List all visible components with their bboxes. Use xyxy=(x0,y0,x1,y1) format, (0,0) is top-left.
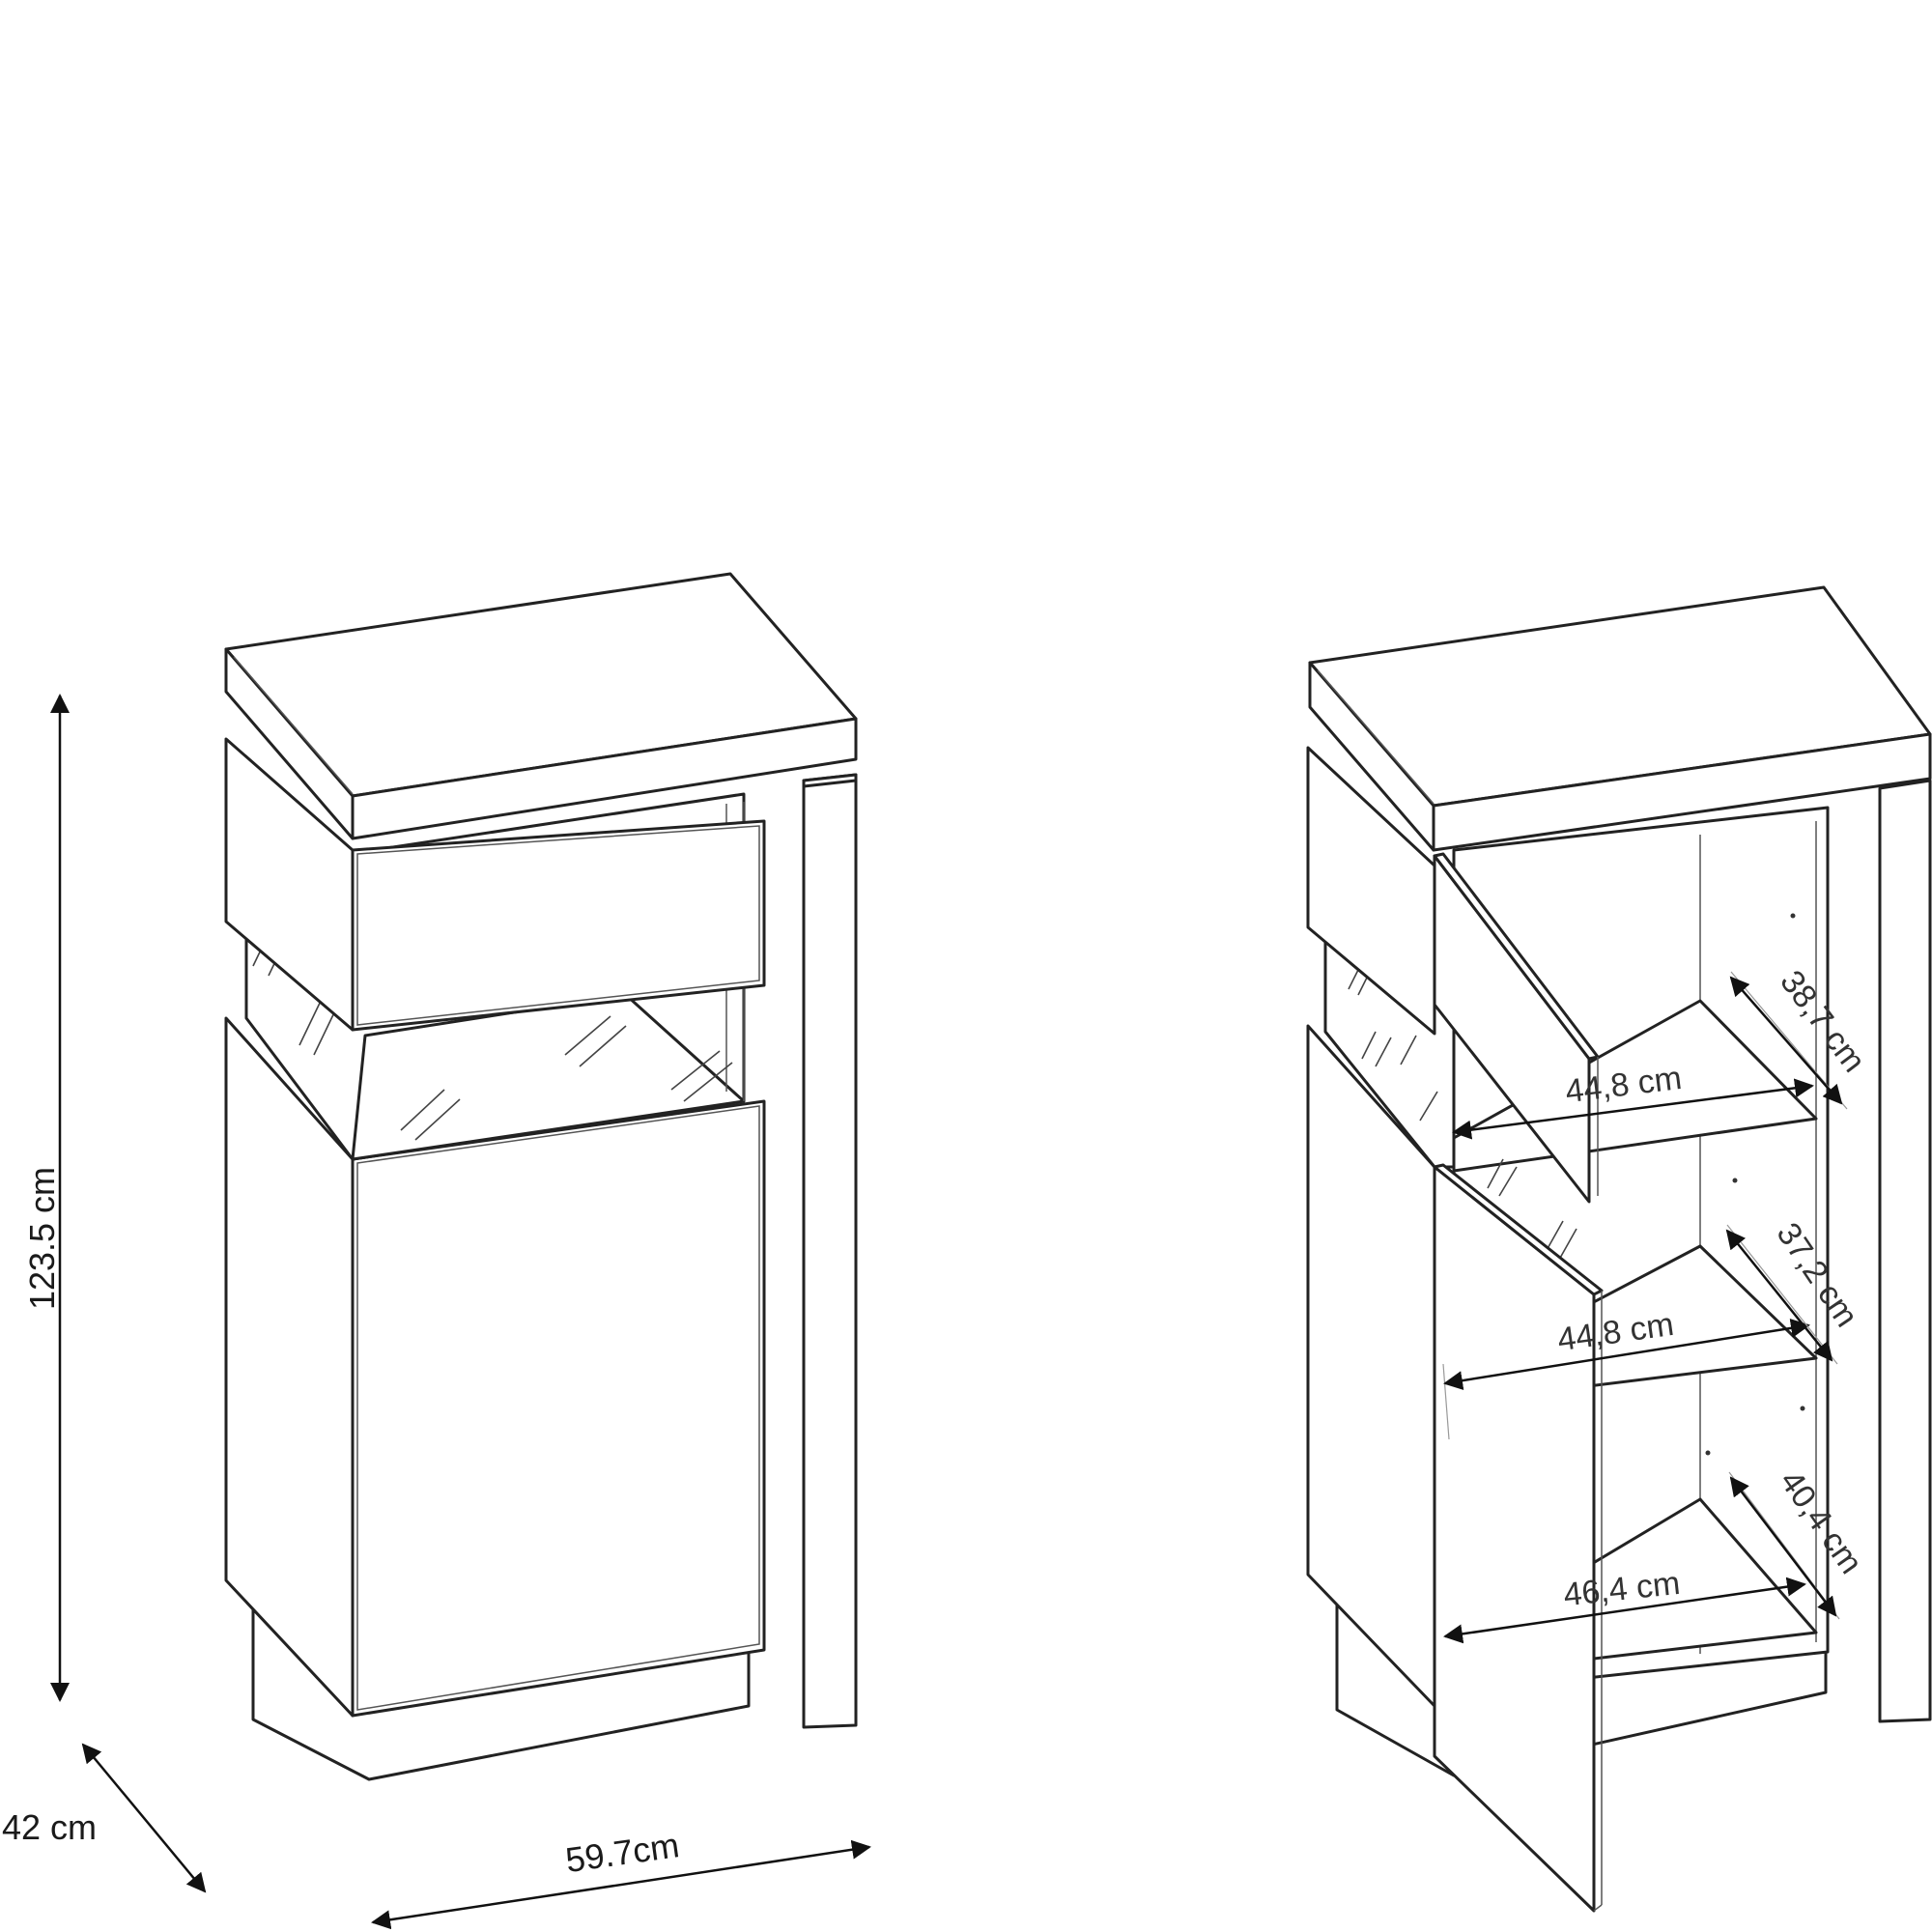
height-label: 123.5 cm xyxy=(22,1167,62,1310)
overall-height-dimension: 123.5 cm xyxy=(22,694,70,1702)
open-cabinet-view xyxy=(1306,585,1932,1913)
width-label: 59.7cm xyxy=(563,1825,682,1880)
overall-depth-dimension: 42 cm xyxy=(2,1743,207,1893)
overall-width-dimension: 59.7cm xyxy=(371,1825,871,1930)
depth-label: 42 cm xyxy=(2,1807,97,1847)
closed-cabinet-view xyxy=(224,572,858,1781)
